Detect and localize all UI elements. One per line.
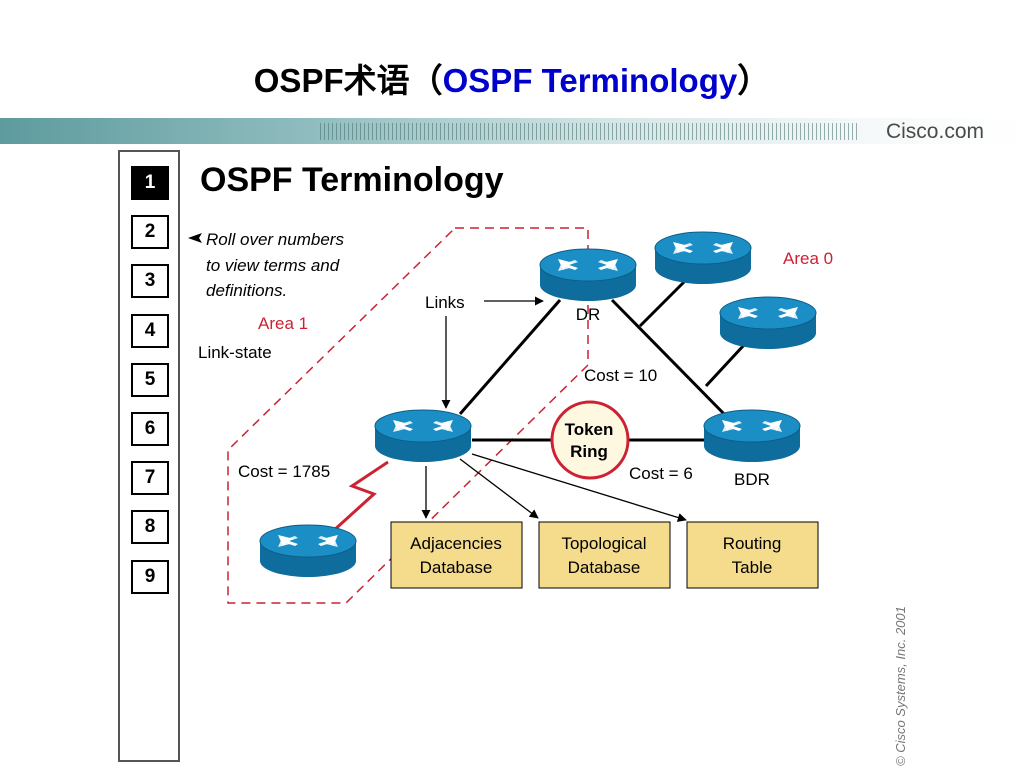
slide-title: OSPF术语（OSPF Terminology）	[0, 54, 1024, 102]
dr-label: DR	[576, 305, 601, 324]
arrow-to-routing	[471, 453, 687, 522]
topological-label-1: Topological	[561, 534, 646, 553]
cost-10-label: Cost = 10	[584, 366, 657, 385]
slide-title-close: ）	[737, 62, 771, 99]
cisco-logo: Cisco.com	[885, 120, 984, 143]
token-ring-icon	[550, 400, 630, 480]
cisco-banner: Cisco.com	[0, 118, 1024, 144]
topic-button-7[interactable]: 7	[131, 461, 169, 495]
topic-number-column: 1 2 3 4 5 6 7 8 9	[118, 150, 180, 762]
topic-button-2[interactable]: 2	[131, 215, 169, 249]
token-ring-label-2: Ring	[570, 442, 608, 461]
adjacencies-label-1: Adjacencies	[410, 534, 502, 553]
area0-label: Area 0	[783, 249, 833, 268]
adjacencies-label-2: Database	[420, 558, 493, 577]
area0-router-top-icon	[654, 231, 752, 285]
topological-database-box	[538, 521, 671, 589]
remote-router-icon	[259, 524, 357, 578]
area1-label: Area 1	[258, 314, 308, 333]
instruction-line-1: Roll over numbers	[206, 230, 344, 249]
link-router-dr	[458, 299, 562, 415]
adjacencies-database-box	[390, 521, 523, 589]
bdr-router-icon	[703, 409, 801, 463]
routing-label-2: Table	[732, 558, 773, 577]
routing-label-1: Routing	[723, 534, 782, 553]
link-dr-area0	[638, 280, 686, 328]
area0-router-right-icon	[719, 296, 817, 350]
topic-button-5[interactable]: 5	[131, 363, 169, 397]
instruction-line-2: to view terms and	[206, 256, 340, 275]
routing-table-box	[686, 521, 819, 589]
topic-button-8[interactable]: 8	[131, 510, 169, 544]
link-state-label: Link-state	[198, 343, 272, 362]
diagram-heading: OSPF Terminology	[200, 161, 504, 199]
dr-router-icon	[539, 248, 637, 302]
cost-1785-label: Cost = 1785	[238, 462, 330, 481]
banner-stripes	[320, 123, 860, 140]
slide-title-cn: OSPF术语（	[253, 62, 443, 99]
instruction-pointer-icon	[188, 233, 202, 243]
copyright-text: © Cisco Systems, Inc. 2001	[893, 606, 908, 766]
bdr-label: BDR	[734, 470, 770, 489]
links-label: Links	[425, 293, 465, 312]
instruction-line-3: definitions.	[206, 281, 287, 300]
topic-button-9[interactable]: 9	[131, 560, 169, 594]
cost-6-label: Cost = 6	[629, 464, 693, 483]
topological-label-2: Database	[568, 558, 641, 577]
topic-button-1[interactable]: 1	[131, 166, 169, 200]
link-bdr-area0	[704, 343, 746, 388]
topic-button-4[interactable]: 4	[131, 314, 169, 348]
topic-button-3[interactable]: 3	[131, 264, 169, 298]
slide-title-en: OSPF Terminology	[442, 62, 738, 99]
token-ring-label-1: Token	[565, 420, 614, 439]
area1-abr-router-icon	[374, 409, 472, 463]
topic-button-6[interactable]: 6	[131, 412, 169, 446]
serial-link	[330, 460, 389, 534]
arrow-to-topological	[459, 458, 539, 519]
link-dr-bdr	[610, 298, 732, 422]
